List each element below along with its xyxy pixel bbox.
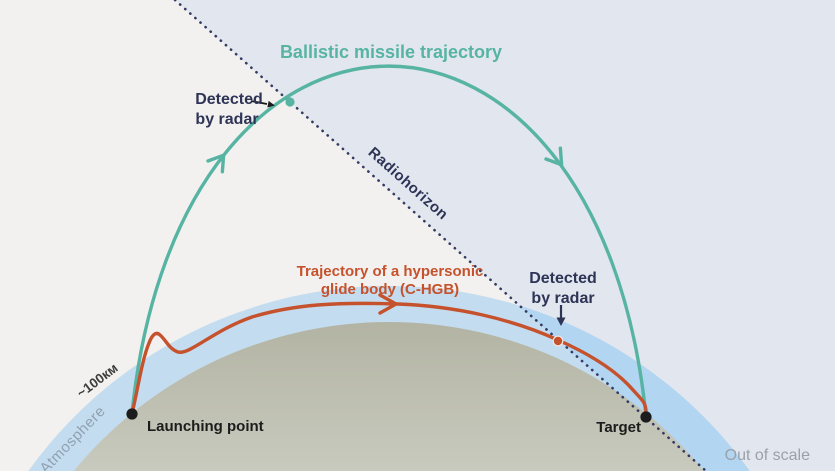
target-dot [640,411,652,423]
launch-dot [126,408,138,420]
hgb-trajectory-label-line1: Trajectory of a hypersonic [297,263,484,280]
target-label: Target [596,419,641,436]
pointer-arrow-icon [556,305,566,326]
detected-by-radar-right-line2: by radar [531,290,594,307]
up-arrow-icon [206,153,226,174]
launching-point-label: Launching point [147,418,264,435]
detected-by-radar-left-line2: by radar [195,111,258,128]
out-of-scale-label: Out of scale [725,447,810,464]
ballistic-trajectory-path [130,64,648,417]
pointer-arrow-icon [250,100,275,108]
background-above-horizon [175,0,835,471]
down-arrow-icon [544,146,564,167]
hgb-trajectory-path [130,301,648,415]
radar-detection-dot-ballistic [285,97,295,107]
detected-by-radar-left-line1: Detected [195,91,263,108]
right-arrow-icon [378,293,398,315]
earth [73,322,705,471]
detected-by-radar-right-line1: Detected [529,270,597,287]
radiohorizon-line [173,0,708,471]
radar-detection-dot-hgb [552,335,564,347]
ballistic-trajectory-label: Ballistic missile trajectory [280,42,502,62]
hgb-trajectory-label-line2: glide body (C-HGB) [321,281,459,298]
